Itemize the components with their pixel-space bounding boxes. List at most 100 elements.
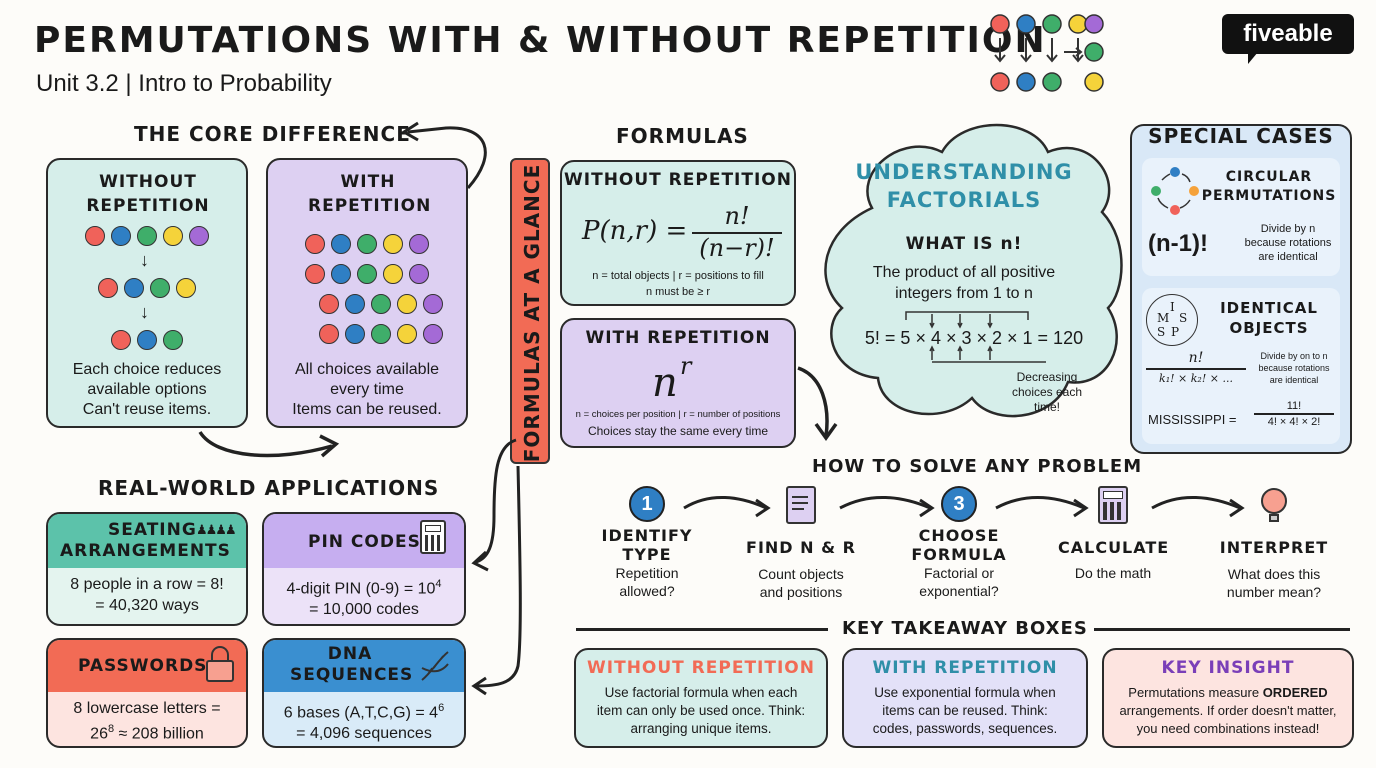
takeaway-with-title: WITH REPETITION — [872, 658, 1058, 678]
identical-objects-card: M I S S P IDENTICAL OBJECTS n! k₁! × k₂!… — [1142, 288, 1340, 444]
circular-permutations-card: CIRCULAR PERMUTATIONS (n-1)! Divide by n… — [1142, 158, 1340, 276]
takeaway-with-line-2: items can be reused. Think: — [882, 703, 1048, 718]
without-dots-row-2 — [48, 278, 246, 298]
factorial-note-line-2: choices each — [1011, 385, 1083, 399]
identical-note-line-1: Divide by on to n — [1260, 351, 1328, 361]
seating-card: SEATING ARRANGEMENTS ♟♟♟♟ 8 people in a … — [46, 512, 248, 626]
with-dots-row-2 — [268, 264, 466, 284]
fraction-bar — [1146, 368, 1246, 370]
step-5-title: INTERPRET — [1219, 538, 1329, 557]
letters-circle-icon: M I S S P — [1146, 294, 1198, 346]
circular-people-icon — [1151, 167, 1199, 215]
banner-connector-arrows — [471, 438, 522, 696]
factorial-cloud-shape — [824, 123, 1123, 418]
dna-line-1: 6 bases (A,T,C,G) = 4 — [283, 704, 439, 722]
passwords-exponent: 8 — [107, 723, 115, 735]
step-1-desc-line-2: allowed? — [619, 583, 675, 599]
with-desc-line-3: Items can be reused. — [292, 401, 442, 418]
takeaway-insight-box: KEY INSIGHT Permutations measure ORDERED… — [1102, 648, 1354, 748]
core-loop-arrow — [401, 121, 487, 189]
factorial-note-line-3: time! — [1033, 400, 1060, 414]
step-desc: Count objects and positions — [746, 565, 856, 601]
factorial-question: WHAT IS n! — [905, 234, 1023, 254]
seating-title-line-1: SEATING — [108, 520, 197, 540]
step-4-title: CALCULATE — [1058, 538, 1170, 557]
factorial-brackets — [905, 311, 1046, 363]
dna-helix-icon — [421, 651, 449, 681]
with-formula-expression: n r — [652, 352, 712, 406]
formula-to-solve-arrow — [797, 366, 838, 442]
letter-s: S — [1157, 325, 1166, 339]
dna-title: DNA SEQUENCES — [290, 644, 412, 686]
step-badge: 3 — [941, 486, 977, 522]
without-desc-line-3: Can't reuse items. — [82, 401, 212, 418]
passwords-card: PASSWORDS 8 lowercase letters = 268 ≈ 20… — [46, 638, 248, 748]
step-title: IDENTIFY TYPE — [592, 526, 702, 564]
core-connector-arrow — [198, 430, 340, 458]
identical-note-line-3: are identical — [1269, 375, 1319, 385]
takeaway-insight-line-1: Permutations measure — [1128, 685, 1263, 700]
step-3-desc-line-2: exponential? — [919, 583, 999, 599]
takeaway-divider-left — [576, 628, 828, 631]
identical-numerator: n! — [1188, 350, 1204, 366]
seating-line-2: = 40,320 ways — [95, 597, 199, 614]
pin-exponent: 4 — [435, 578, 442, 590]
step-5-desc-line-2: number mean? — [1226, 584, 1322, 600]
passwords-body: 8 lowercase letters = 268 ≈ 208 billion — [48, 698, 246, 744]
step-2-desc-line-1: Count objects — [758, 566, 844, 582]
special-cases-heading: SPECIAL CASES — [1148, 124, 1334, 148]
letter-p: P — [1171, 325, 1180, 339]
mississippi-fraction: 11! 4! × 4! × 2! — [1254, 400, 1334, 428]
with-dots-row-1 — [268, 234, 466, 254]
takeaway-without-line-1: Use factorial formula when each — [604, 685, 798, 700]
solve-flow-arrows — [683, 496, 1245, 518]
solve-step-1: 1 IDENTIFY TYPE Repetition allowed? — [592, 486, 702, 600]
seating-body: 8 people in a row = 8! = 40,320 ways — [48, 574, 246, 616]
step-badge: 1 — [629, 486, 665, 522]
pin-line-1: 4-digit PIN (0-9) = 10 — [286, 580, 436, 598]
lock-icon — [206, 646, 234, 682]
pin-body: 4-digit PIN (0-9) = 104 = 10,000 codes — [264, 574, 464, 620]
page-subtitle: Unit 3.2 | Intro to Probability — [36, 70, 332, 97]
factorial-title-line-2: FACTORIALS — [886, 188, 1042, 212]
seating-title: SEATING ARRANGEMENTS — [60, 520, 231, 562]
step-4-desc: Do the math — [1074, 565, 1152, 581]
without-card-desc: Each choice reduces available options Ca… — [48, 360, 246, 420]
calculator-icon — [1098, 486, 1128, 524]
step-desc: Factorial or exponential? — [904, 564, 1014, 600]
special-cases-panel: SPECIAL CASES CIRCULAR PERMUTATIONS (n-1… — [1130, 124, 1352, 454]
header-dots-diagram — [988, 14, 1108, 98]
takeaway-insight-line-3: you need combinations instead! — [1136, 721, 1320, 736]
takeaway-insight-title: KEY INSIGHT — [1161, 658, 1295, 678]
with-formula-note-2: Choices stay the same every time — [587, 424, 769, 438]
takeaway-without-line-3: arranging unique items. — [630, 721, 772, 736]
solve-step-4: CALCULATE Do the math — [1058, 486, 1168, 581]
with-card-title: WITH REPETITION — [308, 172, 432, 216]
step-2-title: FIND n & r — [746, 538, 856, 557]
takeaway-divider-right — [1094, 628, 1350, 631]
factorial-note-line-1: Decreasing — [1016, 370, 1078, 384]
takeaway-insight-line-2: arrangements. If order doesn't matter, — [1119, 703, 1337, 718]
with-card-desc: All choices available every time Items c… — [268, 360, 466, 420]
seating-line-1: 8 people in a row = 8! — [70, 576, 224, 593]
circular-note-line-2: because rotations — [1244, 237, 1332, 249]
fiveable-logo[interactable]: fiveable — [1222, 14, 1354, 66]
formulas-at-a-glance-banner: FORMULAS AT A GLANCE — [510, 158, 550, 464]
down-arrow-icon: ↓ — [140, 250, 149, 270]
dna-exponent: 6 — [438, 702, 445, 714]
page-title: PERMUTATIONS WITH & WITHOUT REPETITION — [34, 20, 1047, 61]
fraction-bar — [1254, 413, 1334, 415]
takeaway-without-body: Use factorial formula when each item can… — [576, 684, 826, 738]
letter-m: M — [1157, 311, 1170, 325]
without-formula-expression: P(n,r) = n! (n−r)! — [582, 202, 782, 262]
factorial-title: UNDERSTANDING FACTORIALS — [852, 158, 1076, 214]
without-formula-card: WITHOUT REPETITION P(n,r) = n! (n−r)! n … — [560, 160, 796, 306]
passwords-title: PASSWORDS — [78, 656, 208, 676]
people-row-icon: ♟♟♟♟ — [196, 522, 237, 537]
identical-formula: n! k₁! × k₂! × ... — [1146, 350, 1246, 385]
letter-i: I — [1170, 300, 1175, 314]
factorial-example: 5! = 5 × 4 × 3 × 2 × 1 = 120 — [864, 328, 1084, 348]
letter-s: S — [1179, 311, 1188, 325]
factorial-desc-line-2: integers from 1 to n — [895, 285, 1033, 302]
formula-numerator: n! — [724, 202, 750, 230]
